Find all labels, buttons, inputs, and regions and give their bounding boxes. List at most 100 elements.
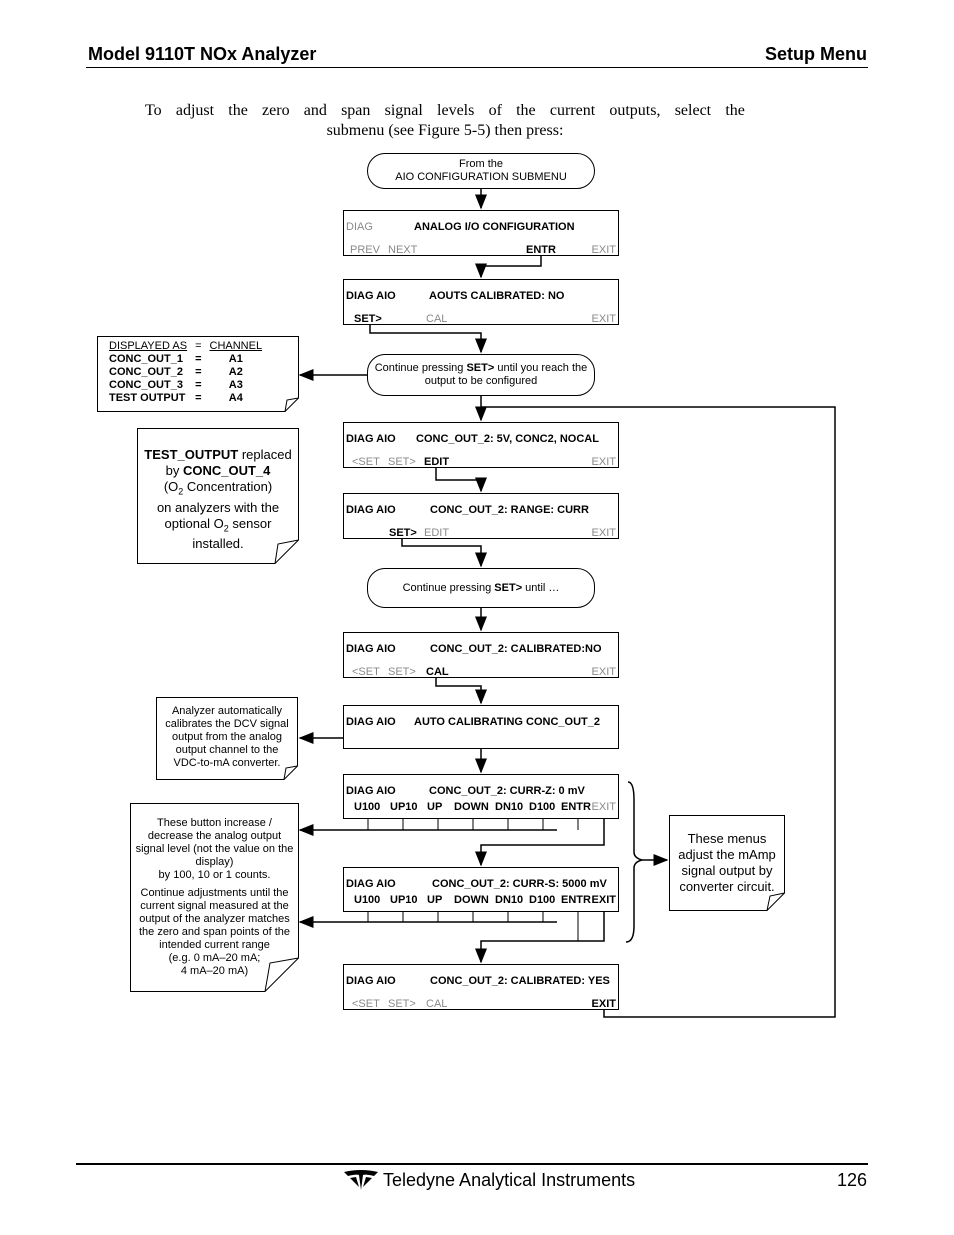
cal-button[interactable]: CAL [426,998,448,1010]
mode-label: DIAG AIO [346,785,396,797]
exit-button[interactable]: EXIT [591,456,616,468]
set-next-button[interactable]: SET> [388,456,416,468]
intro-word: To [145,102,162,119]
table-row-eq: = [195,392,202,404]
table-row-name: TEST OUTPUT [109,392,186,404]
screen-calibrated-yes: DIAG AIO CONC_OUT_2: CALIBRATED: YES <SE… [343,964,619,1010]
channel-table: DISPLAYED AS = CHANNEL CONC_OUT_1 = A1 C… [105,340,266,405]
table-row-eq: = [195,366,202,378]
prev-button[interactable]: PREV [350,244,380,256]
down-button[interactable]: DOWN [454,801,489,813]
up-button[interactable]: UP [427,801,443,813]
mode-label: DIAG AIO [346,716,396,728]
exit-button[interactable]: EXIT [591,313,616,325]
continue-line-1: Continue pressing SET> until you reach t… [374,362,588,374]
screen-title: AUTO CALIBRATING CONC_OUT_2 [414,716,600,728]
note-shape [130,803,299,992]
exit-button[interactable]: EXIT [591,894,616,906]
set-prev-button[interactable]: <SET [352,456,380,468]
screen-conc-out-2-summary: DIAG AIO CONC_OUT_2: 5V, CONC2, NOCAL <S… [343,422,619,468]
screen-title: CONC_OUT_2: CALIBRATED: YES [430,975,610,987]
intro-word: outputs, [609,102,661,119]
cal-button[interactable]: CAL [426,313,448,325]
header-rule [86,67,868,68]
intro-word: of [488,102,502,119]
set-prev-button[interactable]: <SET [352,998,380,1010]
intro-line-2: submenu (see Figure 5-5) then press: [326,122,564,139]
screen-title: CONC_OUT_2: RANGE: CURR [430,504,589,516]
intro-word: signal [384,102,423,119]
edit-button[interactable]: EDIT [424,527,450,539]
continue-node-1: Continue pressing SET> until you reach t… [367,354,595,396]
table-row-name: CONC_OUT_1 [109,353,183,365]
exit-button[interactable]: EXIT [591,666,616,678]
set-next-button[interactable]: SET> [388,666,416,678]
mode-label: DIAG AIO [346,433,396,445]
screen-auto-calibrating: DIAG AIO AUTO CALIBRATING CONC_OUT_2 [343,705,619,749]
exit-button[interactable]: EXIT [591,527,616,539]
auto-note-text: Analyzer automatically calibrates the DC… [165,705,289,769]
set-next-button[interactable]: SET> [389,527,417,539]
mode-label: DIAG AIO [346,975,396,987]
table-row-channel: A4 [228,392,243,404]
entr-button[interactable]: ENTR [526,244,556,256]
col-eq: = [195,340,202,352]
up10-button[interactable]: UP10 [390,801,418,813]
screen-aouts-calibrated: DIAG AIO AOUTS CALIBRATED: NO SET> CAL E… [343,279,619,325]
document-title: Model 9110T NOx Analyzer [88,44,317,64]
dn10-button[interactable]: DN10 [495,894,524,906]
screen-title: CONC_OUT_2: CURR-S: 5000 mV [432,878,607,890]
table-row-channel: A1 [228,353,243,365]
screen-title: ANALOG I/O CONFIGURATION [414,221,575,233]
set-next-button[interactable]: SET> [388,998,416,1010]
mode-label: DIAG [346,221,373,233]
set-next-button[interactable]: SET> [354,313,382,325]
intro-word: adjust [175,102,215,119]
mode-label: DIAG AIO [346,643,396,655]
intro-word: levels [437,102,475,119]
screen-title: CONC_OUT_2: CURR-Z: 0 mV [429,785,585,797]
note-shape [669,815,785,911]
table-row-name: CONC_OUT_2 [109,366,183,378]
up10-button[interactable]: UP10 [390,894,418,906]
exit-button[interactable]: EXIT [591,244,616,256]
u100-button[interactable]: U100 [354,801,381,813]
dn10-button[interactable]: DN10 [495,801,524,813]
start-line-1: From the [458,158,503,170]
col-displayed-as: DISPLAYED AS [109,340,188,352]
footer-company: Teledyne Analytical Instruments [383,1170,636,1190]
channel-table-note: DISPLAYED AS = CHANNEL CONC_OUT_1 = A1 C… [97,336,299,412]
d100-button[interactable]: D100 [529,894,556,906]
test-output-note-text: TEST_OUTPUT replaced by CONC_OUT_4 (O2 C… [144,447,292,552]
teledyne-logo-icon [344,1170,378,1190]
auto-calibration-note: Analyzer automatically calibrates the DC… [156,697,298,780]
entr-button[interactable]: ENTR [561,894,591,906]
next-button[interactable]: NEXT [388,244,418,256]
up-button[interactable]: UP [427,894,443,906]
cal-button[interactable]: CAL [426,666,449,678]
screen-range-curr: DIAG AIO CONC_OUT_2: RANGE: CURR SET> ED… [343,493,619,539]
menus-note-text: These menus adjust the mAmp signal outpu… [678,831,776,894]
entr-button[interactable]: ENTR [561,801,591,813]
u100-button[interactable]: U100 [354,894,381,906]
intro-word: span [341,102,371,119]
set-prev-button[interactable]: <SET [352,666,380,678]
table-row-name: CONC_OUT_3 [109,379,183,391]
adjust-buttons-note: These button increase / decrease the ana… [130,803,299,992]
screen-calibrated-no: DIAG AIO CONC_OUT_2: CALIBRATED:NO <SET … [343,632,619,678]
intro-word: and [303,102,327,119]
mode-label: DIAG AIO [346,504,396,516]
edit-button[interactable]: EDIT [424,456,450,468]
d100-button[interactable]: D100 [529,801,556,813]
intro-word: the [516,102,536,119]
exit-button[interactable]: EXIT [591,998,616,1010]
table-row-channel: A2 [228,366,243,378]
down-button[interactable]: DOWN [454,894,489,906]
screen-title: CONC_OUT_2: CALIBRATED:NO [430,643,602,655]
continue-node-2: Continue pressing SET> until … [367,568,595,608]
page-number: 126 [836,1170,867,1190]
exit-button[interactable]: EXIT [591,801,616,813]
